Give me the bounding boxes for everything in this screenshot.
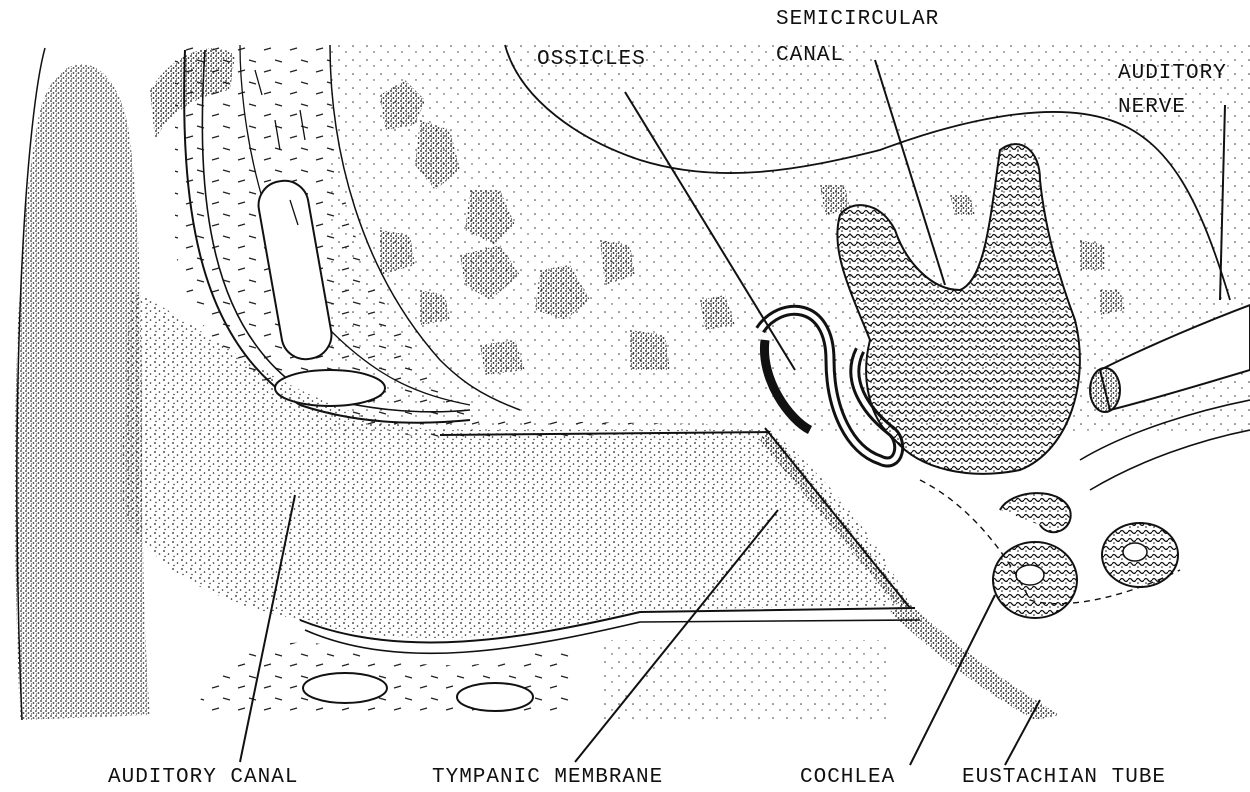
label-auditory-canal: AUDITORY CANAL xyxy=(108,766,298,790)
label-semicircular-canal-line2: CANAL xyxy=(776,44,844,68)
cochlea-shape xyxy=(920,480,1180,618)
label-tympanic-membrane: TYMPANIC MEMBRANE xyxy=(432,766,663,790)
label-eustachian-tube: EUSTACHIAN TUBE xyxy=(962,766,1166,790)
label-semicircular-canal-line1: SEMICIRCULAR xyxy=(776,8,939,32)
label-auditory-nerve-line1: AUDITORY xyxy=(1118,62,1227,86)
label-ossicles: OSSICLES xyxy=(537,48,646,72)
lower-soft-tissue xyxy=(190,640,890,720)
label-auditory-nerve-line2: NERVE xyxy=(1118,96,1186,120)
label-cochlea: COCHLEA xyxy=(800,766,895,790)
